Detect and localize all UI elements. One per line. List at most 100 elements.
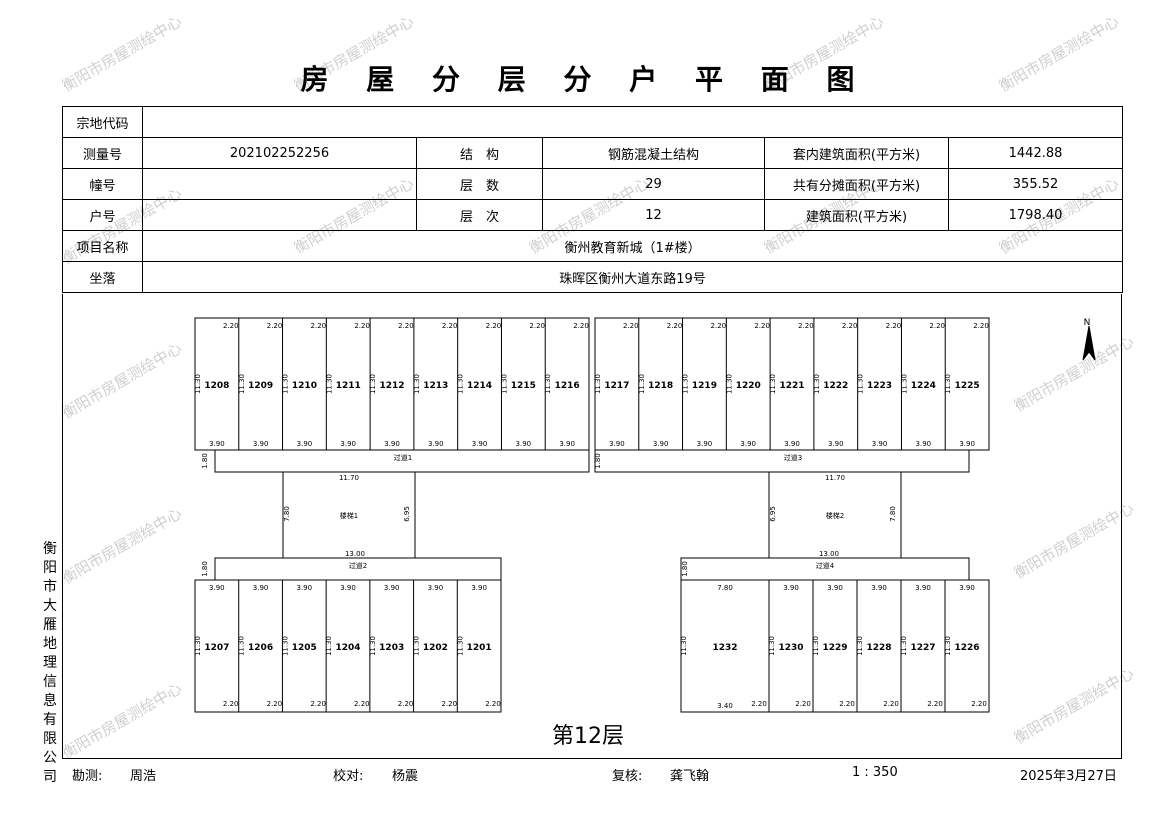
north-arrow-icon	[1082, 325, 1096, 361]
dim-label: 11.30	[194, 374, 202, 394]
dim-label: 1.80	[201, 453, 209, 469]
dim-label: 3.90	[296, 584, 312, 592]
dim-label: 3.90	[340, 440, 356, 448]
dim-label: 11.30	[282, 374, 290, 394]
unit-number-1202: 1202	[423, 643, 448, 653]
unit-number-1217: 1217	[604, 381, 629, 391]
shared-area-value: 355.52	[947, 168, 1124, 200]
inner-area-label: 套内建筑面积(平方米)	[764, 137, 949, 169]
dim-label: 3.90	[959, 440, 975, 448]
dim-label: 11.30	[457, 374, 465, 394]
dim-label: 2.20	[798, 322, 814, 330]
date: 2025年3月27日	[1020, 769, 1117, 784]
shared-area-label: 共有分摊面积(平方米)	[764, 168, 949, 200]
dim-label: 3.90	[516, 440, 532, 448]
dim-label: 2.20	[267, 322, 283, 330]
total-area-label: 建筑面积(平方米)	[764, 199, 949, 231]
dim-label: 7.80	[283, 506, 291, 522]
unit-number-1228: 1228	[866, 643, 891, 653]
dim-label: 2.20	[485, 700, 501, 708]
dim-label: 11.30	[680, 636, 688, 656]
unit-number-1229: 1229	[822, 643, 847, 653]
dim-label: 2.20	[354, 700, 370, 708]
corridor-3-label: 过道3	[784, 453, 802, 462]
dim-label: 3.90	[471, 584, 487, 592]
north-label: N	[1084, 318, 1091, 328]
floor-title: 第12层	[552, 724, 624, 749]
dim-label: 11.30	[812, 636, 820, 656]
unit-block	[194, 579, 502, 713]
reviewer-label: 复核:	[612, 769, 643, 784]
company-name: 衡阳市大雁地理信息有限公司	[43, 541, 57, 785]
dim-label: 3.90	[253, 584, 269, 592]
unit-no-value	[142, 199, 417, 231]
dim-label: 1.80	[681, 561, 689, 577]
dim-label: 11.30	[857, 374, 865, 394]
dim-label: 3.90	[783, 584, 799, 592]
unit-number-1219: 1219	[692, 381, 717, 391]
structure-label: 结 构	[416, 137, 543, 169]
floors-label: 层 数	[416, 168, 543, 200]
unit-no-label: 户号	[62, 199, 143, 231]
dim-label: 3.90	[827, 584, 843, 592]
floor-value: 12	[542, 199, 765, 231]
floor-label: 层 次	[416, 199, 543, 231]
dim-label: 2.20	[971, 700, 987, 708]
dim-label: 11.30	[369, 636, 377, 656]
corridor-1-label: 过道1	[394, 453, 412, 462]
unit-number-1211: 1211	[336, 381, 361, 391]
dim-label: 3.90	[784, 440, 800, 448]
dim-label: 2.20	[311, 322, 327, 330]
unit-number-1201: 1201	[467, 643, 492, 653]
dim-label: 11.30	[456, 636, 464, 656]
unit-number-1215: 1215	[511, 381, 536, 391]
dim-label: 2.20	[223, 322, 239, 330]
unit-number-1230: 1230	[778, 643, 803, 653]
survey-no-label: 测量号	[62, 137, 143, 169]
scale: 1 : 350	[852, 765, 898, 780]
checker: 杨震	[392, 769, 419, 784]
dim-label: 3.90	[872, 440, 888, 448]
dim-label: 11.70	[825, 474, 845, 482]
dim-label: 11.30	[325, 636, 333, 656]
dim-label: 3.90	[384, 584, 400, 592]
dim-label: 3.90	[871, 584, 887, 592]
stair-1-label: 楼梯1	[340, 511, 358, 520]
dim-label: 13.00	[819, 550, 839, 558]
unit-number-1208: 1208	[204, 381, 229, 391]
dim-label: 11.30	[944, 374, 952, 394]
dim-label: 2.20	[442, 322, 458, 330]
project-label: 项目名称	[62, 230, 143, 262]
dim-label: 7.80	[889, 506, 897, 522]
dim-label: 3.90	[915, 584, 931, 592]
dim-label: 3.90	[916, 440, 932, 448]
surveyor: 周浩	[130, 769, 157, 784]
unit-number-1214: 1214	[467, 381, 492, 391]
dim-label: 2.20	[973, 322, 989, 330]
dim-label: 6.95	[403, 506, 411, 522]
dim-label: 3.90	[428, 440, 444, 448]
corridor-3	[594, 449, 970, 473]
dim-label: 2.20	[667, 322, 683, 330]
dim-label: 2.20	[751, 700, 767, 708]
dim-label: 3.90	[653, 440, 669, 448]
checker-label: 校对:	[333, 769, 364, 784]
dim-label: 11.30	[682, 374, 690, 394]
location-value: 珠晖区衡州大道东路19号	[141, 261, 1124, 293]
dim-label: 2.20	[711, 322, 727, 330]
dim-label: 11.30	[413, 374, 421, 394]
dim-label: 2.20	[927, 700, 943, 708]
unit-number-1213: 1213	[423, 381, 448, 391]
dim-label: 11.30	[238, 636, 246, 656]
dim-label: 11.70	[339, 474, 359, 482]
dim-label: 2.20	[623, 322, 639, 330]
dim-label: 11.30	[238, 374, 246, 394]
dim-label: 2.20	[310, 700, 326, 708]
unit-number-1210: 1210	[292, 381, 317, 391]
dim-label: 11.30	[325, 374, 333, 394]
dim-label: 11.30	[900, 636, 908, 656]
unit-number-1224: 1224	[911, 381, 936, 391]
project-value: 衡州教育新城（1#楼）	[141, 230, 1124, 262]
unit-number-1206: 1206	[248, 643, 273, 653]
